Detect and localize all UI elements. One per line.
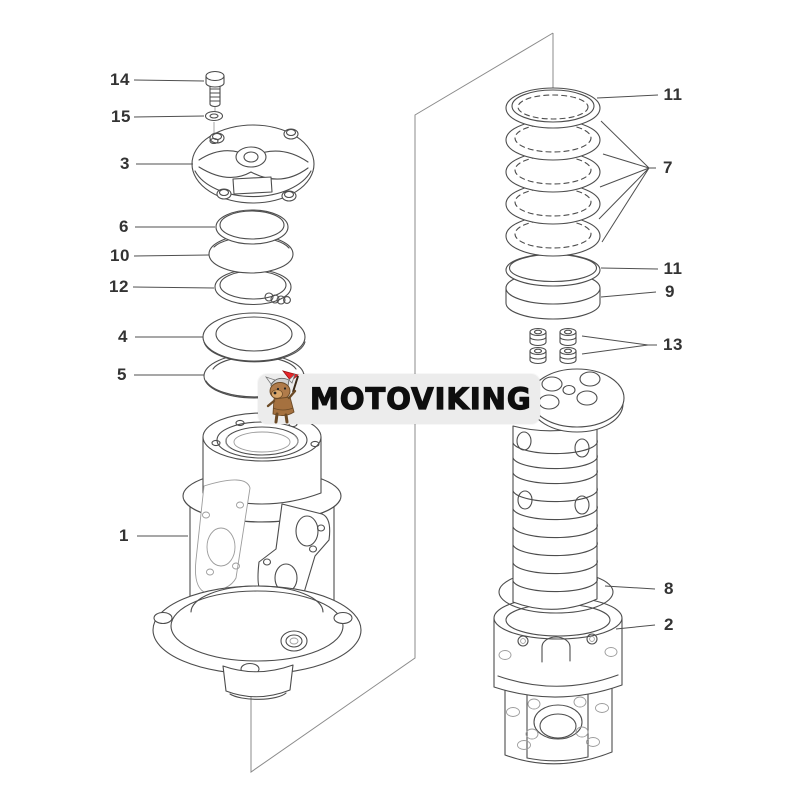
- part-6-o-ring: [215, 209, 289, 245]
- callout-11-top: 11: [663, 85, 683, 104]
- leader-lines: [132, 79, 659, 630]
- callout-3: 3: [120, 154, 130, 173]
- callout-1: 1: [119, 526, 129, 545]
- callout-15: 15: [111, 107, 131, 126]
- part-15-washer: [204, 106, 224, 122]
- part-7-seal-stack: [505, 87, 601, 257]
- part-14-bolt: [205, 70, 225, 108]
- seal-coil: [505, 151, 601, 193]
- callout-7: 7: [663, 158, 673, 177]
- viking-dog-icon: [264, 370, 299, 424]
- motoviking-watermark: MOTOVIKING: [258, 370, 540, 424]
- callout-6: 6: [119, 217, 129, 236]
- callout-10: 10: [110, 246, 130, 265]
- callout-12: 12: [109, 277, 129, 296]
- callout-5: 5: [117, 365, 127, 384]
- callout-14: 14: [110, 70, 130, 89]
- part-3-top-cover: [191, 122, 315, 204]
- part-2-lower-housing: [493, 596, 623, 698]
- callout-2: 2: [664, 615, 674, 634]
- watermark-text: MOTOVIKING: [309, 381, 532, 416]
- plug: [529, 346, 547, 365]
- callout-8: 8: [664, 579, 674, 598]
- callout-4: 4: [118, 327, 128, 346]
- callout-11-lower: 11: [663, 259, 683, 278]
- seal-coil-top-part-11: [505, 87, 601, 129]
- plug: [559, 346, 577, 365]
- callout-9: 9: [665, 282, 675, 301]
- part-4-seal-ring: [202, 312, 306, 363]
- part-12-oil-seal: [214, 268, 292, 306]
- part-1-swivel-housing: [152, 412, 362, 700]
- plug: [529, 327, 547, 347]
- plug: [559, 327, 577, 347]
- part-8-rotor-spool: [512, 368, 625, 610]
- part-11-ring-lower: [505, 253, 601, 287]
- part-13-plugs: [529, 327, 577, 365]
- callout-13: 13: [663, 335, 683, 354]
